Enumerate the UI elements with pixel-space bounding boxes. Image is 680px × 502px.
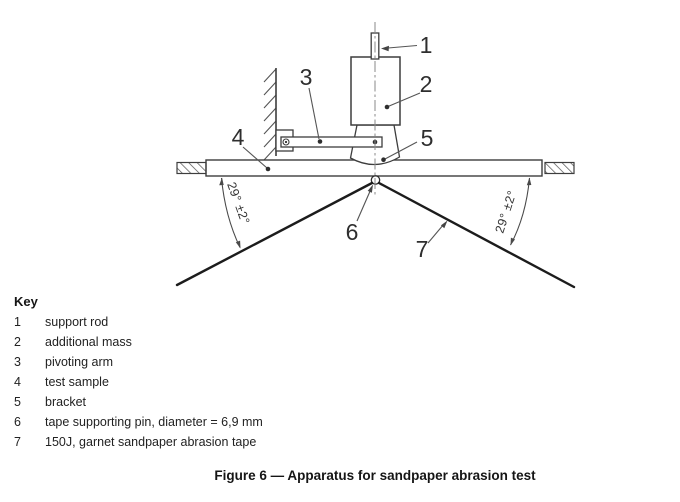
key-item-num: 4 [14, 375, 21, 389]
pivoting-arm-shape [280, 136, 383, 148]
key-item-num: 1 [14, 315, 21, 329]
angle-arc-right-arrow-bottom [510, 237, 515, 246]
key-item-label: tape supporting pin, diameter = 6,9 mm [45, 415, 263, 429]
leader-dot-5 [381, 157, 386, 162]
callout-2: 2 [420, 71, 433, 97]
key-item-label: additional mass [45, 335, 132, 349]
callout-leader-5 [381, 141, 418, 162]
callout-leader-2 [384, 92, 421, 110]
tape-left-line [175, 181, 374, 287]
key-section: Key 1 support rod 2 additional mass 3 pi… [14, 292, 263, 452]
key-item-5: 5 bracket [14, 392, 263, 412]
key-item-6: 6 tape supporting pin, diameter = 6,9 mm [14, 412, 263, 432]
key-item-2: 2 additional mass [14, 332, 263, 352]
callout-5: 5 [421, 125, 434, 151]
leader-dot-4 [265, 166, 271, 172]
key-item-7: 7 150J, garnet sandpaper abrasion tape [14, 432, 263, 452]
leader-arrow-6 [367, 184, 373, 193]
angle-label-right: 29° ±2° [493, 189, 520, 235]
key-item-label: support rod [45, 315, 109, 329]
callout-6: 6 [346, 219, 359, 245]
leader-dot-3 [317, 139, 323, 144]
wall-hatch [263, 68, 277, 161]
key-item-label: test sample [45, 375, 109, 389]
leader-dot-2 [384, 104, 390, 110]
key-title: Key [14, 294, 38, 309]
key-item-num: 2 [14, 335, 21, 349]
callout-3: 3 [300, 64, 313, 90]
leader-arrow-7 [440, 220, 448, 229]
callout-4: 4 [232, 124, 245, 150]
key-item-num: 6 [14, 415, 21, 429]
key-item-num: 3 [14, 355, 21, 369]
callout-leader-7 [427, 220, 448, 244]
figure-caption: Figure 6 — Apparatus for sandpaper abras… [214, 468, 536, 483]
angle-arc-right-arrow-top [526, 177, 532, 186]
key-item-num: 7 [14, 435, 21, 449]
key-item-4: 4 test sample [14, 372, 263, 392]
key-item-label: bracket [45, 395, 86, 409]
callout-leader-3 [308, 87, 323, 144]
right-clamp-hatch [544, 161, 575, 175]
callout-leader-4 [242, 146, 271, 172]
key-item-label: pivoting arm [45, 355, 114, 369]
callout-7: 7 [416, 236, 429, 262]
angle-arc-left-arrow-bottom [235, 240, 241, 249]
callout-1: 1 [420, 32, 433, 58]
callout-leader-1 [381, 44, 418, 52]
key-item-label: 150J, garnet sandpaper abrasion tape [45, 435, 257, 449]
pivot-center-dot [284, 140, 288, 144]
key-item-1: 1 support rod [14, 312, 263, 332]
leader-arrow-1 [381, 45, 389, 52]
left-clamp-hatch [176, 161, 207, 175]
angle-arc-left-arrow-top [219, 177, 224, 186]
tape-right-line [377, 181, 576, 289]
apparatus-diagram: 29° ±2° 29° ±2° [175, 22, 576, 289]
key-item-3: 3 pivoting arm [14, 352, 263, 372]
angle-label-left: 29° ±2° [224, 180, 252, 226]
key-item-num: 5 [14, 395, 21, 409]
callout-leader-6 [356, 184, 373, 222]
